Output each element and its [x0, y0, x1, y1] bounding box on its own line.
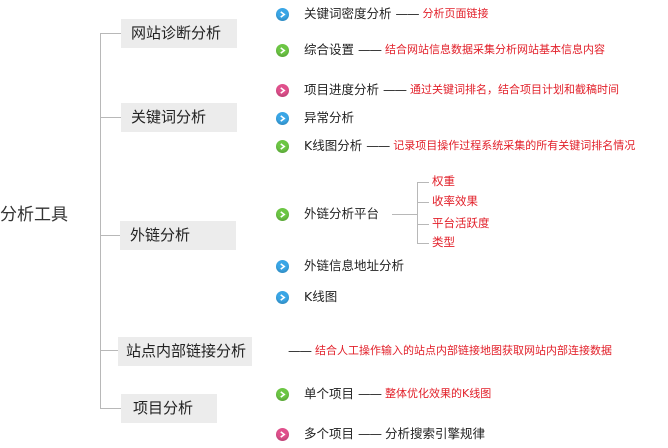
- dash-connector: ——: [358, 426, 382, 441]
- sub-connector-stem: [392, 214, 417, 215]
- arrow-right-circle-icon: [276, 259, 289, 273]
- connector-site-diag: [100, 33, 121, 34]
- dash-connector: ——: [288, 343, 312, 358]
- item-backlink-address[interactable]: 外链信息地址分析: [276, 256, 404, 276]
- internal-link-note: —— 结合人工操作输入的站点内部链接地图获取网站内部连接数据: [288, 341, 612, 361]
- item-backlink-platform[interactable]: 外链分析平台: [276, 204, 379, 224]
- arrow-right-circle-icon: [276, 111, 289, 125]
- item-kline[interactable]: K线图: [276, 287, 337, 307]
- item-note: 分析页面链接: [422, 7, 489, 20]
- sub-connector-trunk: [417, 182, 418, 243]
- arrow-right-circle-icon: [276, 387, 289, 401]
- item-general-settings[interactable]: 综合设置 —— 结合网站信息数据采集分析网站基本信息内容: [276, 40, 605, 60]
- item-note: 结合网站信息数据采集分析网站基本信息内容: [385, 43, 606, 56]
- item-kline-analysis[interactable]: K线图分析 —— 记录项目操作过程系统采集的所有关键词排名情况: [276, 136, 635, 156]
- item-label: K线图分析: [304, 138, 363, 153]
- item-multiple-projects[interactable]: 多个项目 —— 分析搜索引擎规律: [276, 424, 485, 444]
- sub-connector-3: [417, 224, 429, 225]
- item-note: 整体优化效果的K线图: [385, 387, 492, 400]
- arrow-right-circle-icon: [276, 207, 289, 221]
- item-label: 关键词密度分析: [304, 6, 392, 21]
- arrow-right-circle-icon: [276, 43, 289, 57]
- item-single-project[interactable]: 单个项目 —— 整体优化效果的K线图: [276, 384, 491, 404]
- arrow-right-circle-icon: [276, 83, 289, 97]
- item-keyword-density[interactable]: 关键词密度分析 —— 分析页面链接: [276, 4, 489, 24]
- dash-connector: ——: [383, 82, 407, 97]
- item-label: K线图: [304, 289, 338, 304]
- dash-connector: ——: [358, 42, 382, 57]
- item-project-progress[interactable]: 项目进度分析 —— 通过关键词排名，结合项目计划和截稿时间: [276, 80, 619, 100]
- item-label: 异常分析: [304, 110, 355, 125]
- item-note: 记录项目操作过程系统采集的所有关键词排名情况: [393, 139, 636, 152]
- connector-keyword: [100, 117, 121, 118]
- item-note: 结合人工操作输入的站点内部链接地图获取网站内部连接数据: [315, 344, 612, 357]
- sub-item-type[interactable]: 类型: [432, 235, 455, 249]
- item-anomaly-analysis[interactable]: 异常分析: [276, 108, 354, 128]
- category-internal-link-analysis[interactable]: 站点内部链接分析: [118, 337, 252, 366]
- item-label: 综合设置: [304, 42, 355, 57]
- root-node: 分析工具: [0, 205, 68, 225]
- sub-connector-4: [417, 243, 429, 244]
- item-label: 多个项目: [304, 426, 355, 441]
- item-label: 单个项目: [304, 386, 355, 401]
- item-note: 分析搜索引擎规律: [385, 426, 486, 441]
- arrow-right-circle-icon: [276, 290, 289, 304]
- sub-connector-1: [417, 182, 429, 183]
- sub-item-platform-activity[interactable]: 平台活跃度: [432, 216, 490, 230]
- category-site-diagnosis[interactable]: 网站诊断分析: [121, 19, 237, 48]
- category-project-analysis[interactable]: 项目分析: [121, 394, 217, 423]
- category-keyword-analysis[interactable]: 关键词分析: [121, 103, 237, 132]
- item-note: 通过关键词排名，结合项目计划和截稿时间: [410, 83, 620, 96]
- dash-connector: ——: [358, 386, 382, 401]
- dash-connector: ——: [395, 6, 420, 21]
- category-backlink-analysis[interactable]: 外链分析: [120, 221, 236, 250]
- arrow-right-circle-icon: [276, 7, 289, 21]
- connector-project: [100, 408, 121, 409]
- connector-backlink: [100, 235, 121, 236]
- item-label: 外链分析平台: [304, 206, 380, 221]
- sub-item-weight[interactable]: 权重: [432, 174, 455, 188]
- trunk-connector: [100, 33, 101, 408]
- arrow-right-circle-icon: [276, 427, 289, 441]
- connector-internal-link: [100, 350, 121, 351]
- sub-item-index-effect[interactable]: 收率效果: [432, 194, 478, 208]
- item-label: 外链信息地址分析: [304, 258, 405, 273]
- arrow-right-circle-icon: [276, 139, 289, 153]
- item-label: 项目进度分析: [304, 82, 380, 97]
- sub-connector-2: [417, 202, 429, 203]
- dash-connector: ——: [366, 138, 390, 153]
